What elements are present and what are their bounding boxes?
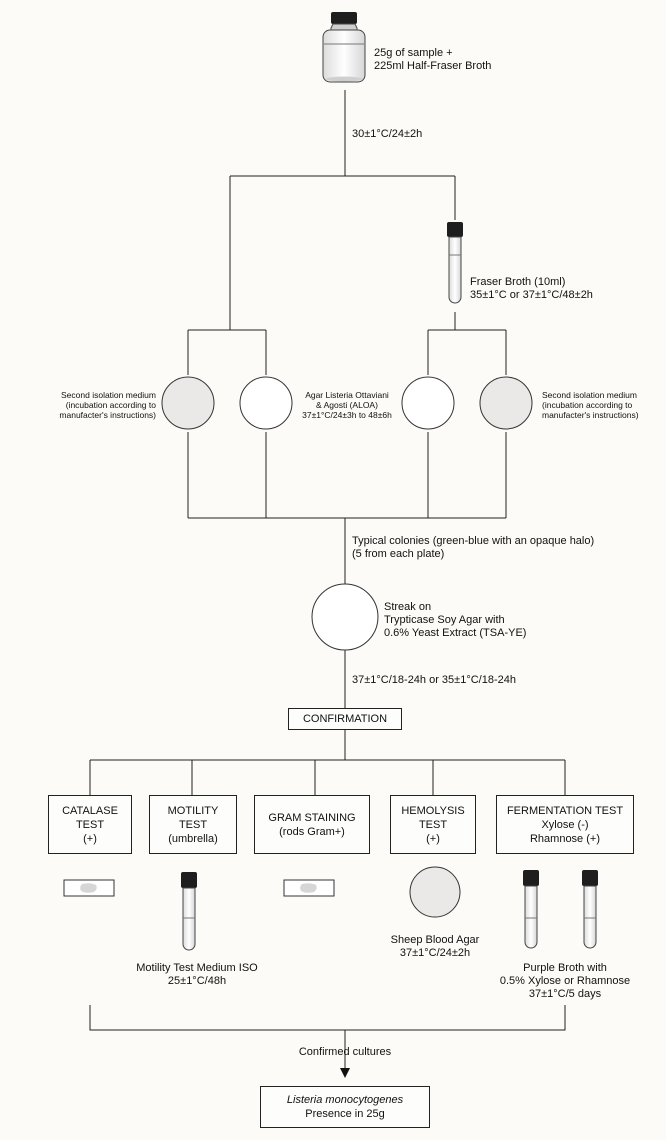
label-line: CATALASE bbox=[62, 804, 118, 817]
connector-lines bbox=[89, 90, 566, 1068]
label-line: & Agosti (ALOA) bbox=[316, 400, 378, 410]
typical-colonies-label: Typical colonies (green-blue with an opa… bbox=[352, 535, 594, 561]
label-line: (incubation according to bbox=[65, 400, 156, 410]
catalase-test-box: CATALASE TEST (+) bbox=[48, 795, 132, 854]
test-tube-icon bbox=[181, 872, 197, 951]
sample-label: 25g of sample + 225ml Half-Fraser Broth bbox=[374, 47, 491, 73]
blood-agar-label: Sheep Blood Agar 37±1°C/24±2h bbox=[370, 934, 500, 960]
motility-medium-label: Motility Test Medium ISO 25±1°C/48h bbox=[112, 962, 282, 988]
gram-staining-box: GRAM STAINING (rods Gram+) bbox=[254, 795, 370, 854]
label-line: TEST bbox=[418, 818, 448, 831]
label-line: (+) bbox=[426, 832, 440, 845]
confirmed-cultures-label: Confirmed cultures bbox=[298, 1046, 392, 1058]
label-line: Motility Test Medium ISO bbox=[136, 962, 258, 974]
fraser-broth-label: Fraser Broth (10ml) 35±1°C or 37±1°C/48±… bbox=[470, 276, 593, 302]
label-line: TEST bbox=[75, 818, 105, 831]
streak-label: Streak on Trypticase Soy Agar with 0.6% … bbox=[384, 601, 526, 640]
label-line: Agar Listeria Ottaviani bbox=[305, 390, 389, 400]
label-line: 37±1°C/5 days bbox=[528, 988, 602, 1000]
label-line: TEST bbox=[178, 818, 208, 831]
label-line: GRAM STAINING bbox=[268, 811, 356, 824]
label-line: FERMENTATION TEST bbox=[506, 804, 624, 817]
label-line: Xylose (-) bbox=[541, 818, 589, 831]
fermentation-test-box: FERMENTATION TEST Xylose (-) Rhamnose (+… bbox=[496, 795, 634, 854]
sample-jar-icon bbox=[322, 12, 366, 83]
label-line: (+) bbox=[83, 832, 97, 845]
incubation-label: 30±1°C/24±2h bbox=[352, 128, 423, 140]
label-line: 37±1°C/24±3h to 48±6h bbox=[302, 410, 392, 420]
petri-dish-icon bbox=[409, 866, 461, 918]
label-line: manufacter's instructions) bbox=[542, 410, 639, 420]
test-tube-icon bbox=[447, 222, 463, 304]
label-line: 37±1°C/24±2h bbox=[399, 947, 471, 959]
label-line: Typical colonies (green-blue with an opa… bbox=[352, 535, 595, 547]
confirmation-label: CONFIRMATION bbox=[302, 713, 388, 725]
sample-label-line: 225ml Half-Fraser Broth bbox=[374, 60, 492, 72]
sample-label-line: 25g of sample + bbox=[374, 47, 453, 59]
label-line: manufacter's instructions) bbox=[59, 410, 156, 420]
fraser-broth-line: Fraser Broth (10ml) bbox=[470, 276, 566, 288]
glass-slide-icon bbox=[63, 879, 115, 897]
petri-dish-icon bbox=[311, 583, 379, 651]
test-tube-icon bbox=[523, 870, 539, 949]
label-line: 25±1°C/48h bbox=[167, 975, 227, 987]
label-line: 0.5% Xylose or Rhamnose bbox=[499, 975, 631, 987]
purple-broth-label: Purple Broth with 0.5% Xylose or Rhamnos… bbox=[485, 962, 645, 1001]
label-line: Trypticase Soy Agar with bbox=[384, 614, 505, 626]
second-isolation-left-label: Second isolation medium (incubation acco… bbox=[59, 390, 156, 420]
incubation-label: 37±1°C/18-24h or 35±1°C/18-24h bbox=[352, 674, 516, 686]
label-line: 0.6% Yeast Extract (TSA-YE) bbox=[384, 627, 527, 639]
label-line: Streak on bbox=[384, 601, 432, 613]
glass-slide-icon bbox=[283, 879, 335, 897]
petri-dish-icon bbox=[161, 376, 215, 430]
result-organism: Listeria monocytogenes bbox=[286, 1094, 404, 1106]
second-isolation-right-label: Second isolation medium (incubation acco… bbox=[542, 390, 639, 420]
label-line: Second isolation medium bbox=[61, 390, 156, 400]
test-tube-icon bbox=[582, 870, 598, 949]
label-line: Sheep Blood Agar bbox=[390, 934, 480, 946]
motility-test-box: MOTILITY TEST (umbrella) bbox=[149, 795, 237, 854]
result-presence: Presence in 25g bbox=[305, 1108, 385, 1120]
label-line: (rods Gram+) bbox=[279, 825, 345, 838]
result-box: Listeria monocytogenes Presence in 25g bbox=[260, 1086, 430, 1128]
aloa-label: Agar Listeria Ottaviani & Agosti (ALOA) … bbox=[288, 390, 406, 420]
arrow-head bbox=[340, 1068, 350, 1078]
fraser-broth-line: 35±1°C or 37±1°C/48±2h bbox=[470, 289, 593, 301]
label-line: (umbrella) bbox=[168, 832, 218, 845]
label-line: Rhamnose (+) bbox=[529, 832, 600, 845]
label-line: MOTILITY bbox=[167, 804, 219, 817]
hemolysis-test-box: HEMOLYSIS TEST (+) bbox=[390, 795, 476, 854]
confirmation-box: CONFIRMATION bbox=[288, 708, 402, 730]
label-line: HEMOLYSIS bbox=[401, 804, 465, 817]
label-line: Purple Broth with bbox=[523, 962, 607, 974]
petri-dish-icon bbox=[239, 376, 293, 430]
label-line: (incubation according to bbox=[542, 400, 633, 410]
petri-dish-icon bbox=[479, 376, 533, 430]
label-line: (5 from each plate) bbox=[352, 548, 445, 560]
petri-dish-icon bbox=[401, 376, 455, 430]
label-line: Second isolation medium bbox=[542, 390, 637, 400]
